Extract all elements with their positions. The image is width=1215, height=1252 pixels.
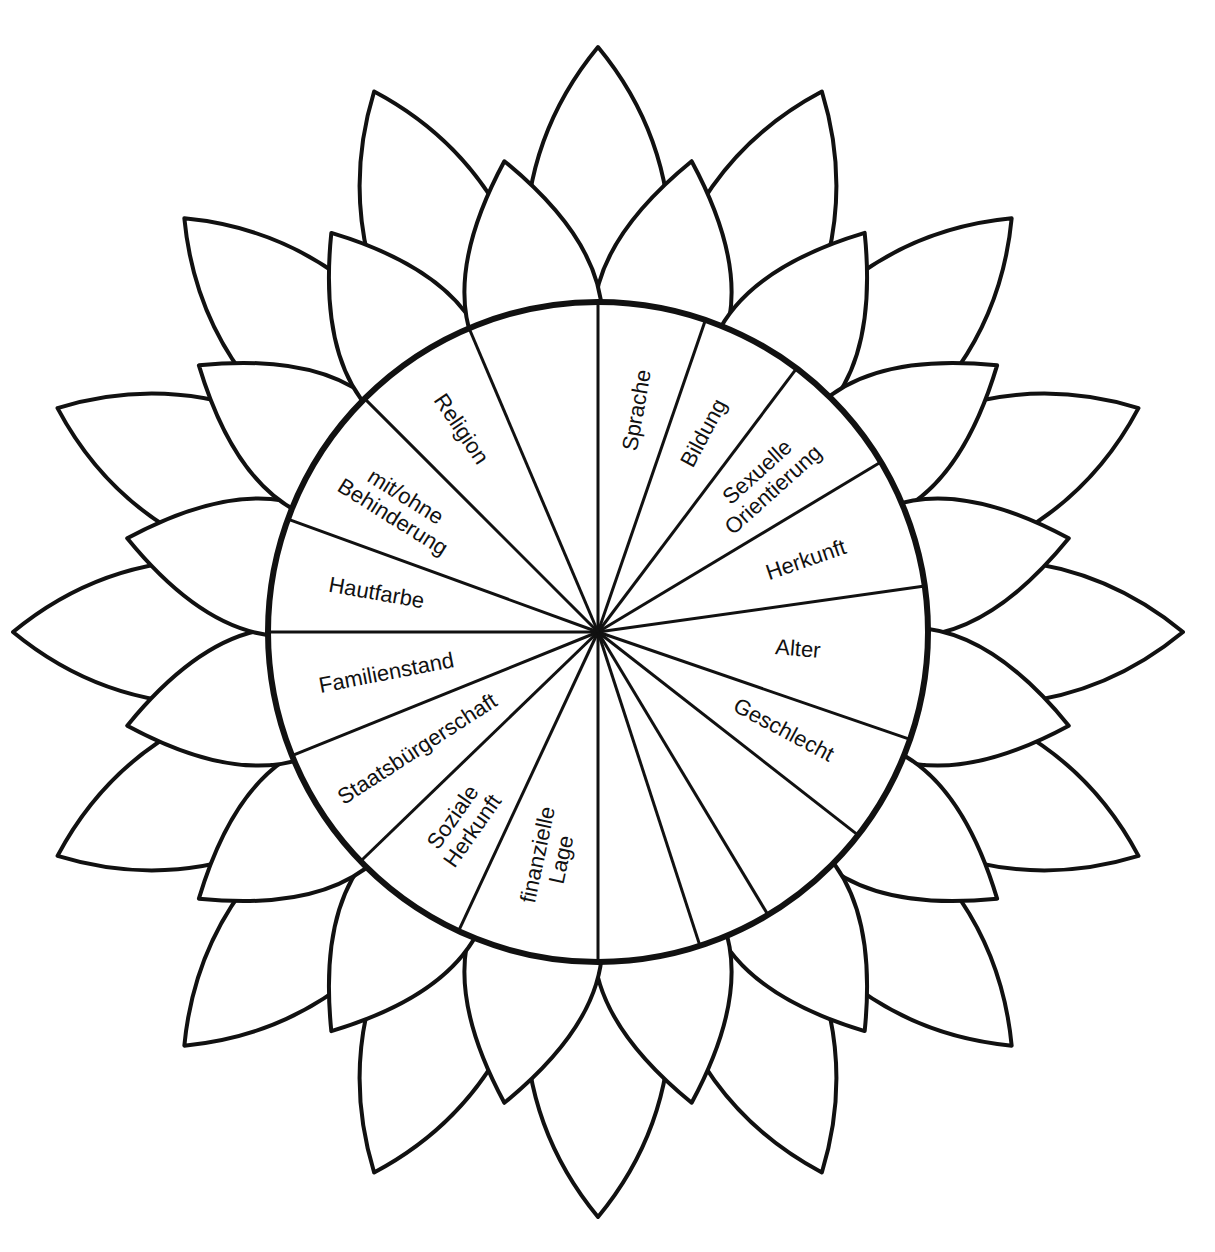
wedge-label: finanzielle Lage (511, 779, 590, 936)
wedge-label: Herkunft (763, 535, 850, 585)
wedge-label: Alter (774, 635, 822, 663)
outer-petals (13, 47, 1183, 1217)
spoke (268, 631, 598, 634)
wedge-label: Soziale Herkunft (403, 753, 523, 895)
wedge-label: mit/ohne Behinderung (327, 450, 471, 565)
wedge-label: Sprache (618, 368, 656, 453)
wheel-circle (268, 302, 928, 962)
wedge-label: Geschlecht (729, 694, 838, 767)
spoke (598, 320, 705, 632)
spoke (597, 632, 600, 962)
wedge-label: Familienstand (317, 648, 456, 698)
inner-petals (127, 161, 1069, 1103)
spokes (268, 302, 925, 962)
spoke (598, 632, 768, 915)
spoke (598, 586, 925, 632)
wedge-label: Bildung (676, 395, 732, 472)
spoke (598, 632, 858, 835)
spoke (597, 302, 600, 632)
wedge-label: Hautfarbe (327, 573, 427, 614)
spoke (598, 632, 700, 946)
spoke (469, 328, 598, 632)
wedge-label: Religion (429, 389, 494, 469)
